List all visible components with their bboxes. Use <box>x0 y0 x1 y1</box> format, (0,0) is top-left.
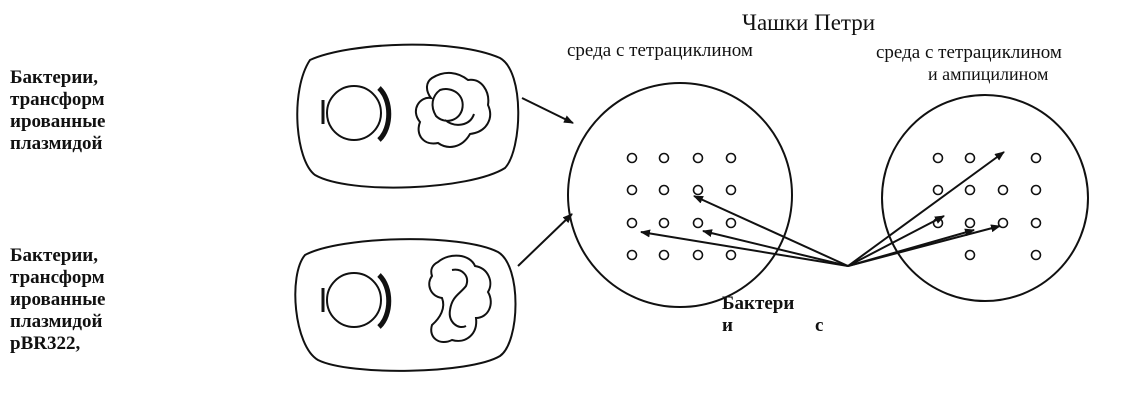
colony <box>1030 217 1042 229</box>
bacterium-cell-bottom <box>294 238 517 372</box>
arrow-to-plate2-row1 <box>847 151 1005 267</box>
colony <box>626 217 638 229</box>
colony <box>725 217 737 229</box>
colony <box>658 184 670 196</box>
colony <box>658 249 670 261</box>
cell-wall <box>294 238 517 372</box>
group-label-line: Бактерии, <box>10 245 98 266</box>
group-label-line: трансформ <box>10 267 105 288</box>
colony <box>964 184 976 196</box>
chromosome-loop-inner <box>448 268 468 328</box>
group-label-line: плазмидой <box>10 133 103 154</box>
plasmid-marker <box>377 273 392 329</box>
arrow-to-plate1-row4-b <box>702 229 849 267</box>
chromosome-loop <box>428 254 492 344</box>
plasmid-circle <box>326 85 382 141</box>
colonies-plate-1 <box>626 152 737 261</box>
group-label-line: трансформ <box>10 89 105 110</box>
colony <box>964 152 976 164</box>
plate-2-medium-label-line2: и ампицилином <box>928 64 1049 84</box>
chromosome-loop-inner <box>431 88 475 126</box>
bacteria-label-line2b: с <box>815 315 824 336</box>
petri-dish-tetracycline-ampicillin <box>881 94 1089 302</box>
bacterium-cell-top <box>296 43 520 189</box>
colony <box>692 184 704 196</box>
chromosome-loop <box>414 72 492 148</box>
colony <box>997 217 1009 229</box>
group-label-top: Бактерии, трансформ ированные плазмидой <box>10 67 105 155</box>
group-label-line: ированные <box>10 289 106 310</box>
colony <box>626 249 638 261</box>
colony <box>692 217 704 229</box>
bacteria-label-line2a: и <box>722 315 733 336</box>
group-label-line: pBR322, <box>10 333 81 354</box>
colony <box>932 152 944 164</box>
colony <box>658 217 670 229</box>
arrow-to-plate2-row3 <box>847 215 945 267</box>
petri-dish-tetracycline <box>567 82 793 308</box>
colony <box>692 249 704 261</box>
colony <box>626 184 638 196</box>
cell-wall <box>296 43 520 189</box>
arrow-to-plate1-row2 <box>693 195 849 267</box>
arrow-cell-top-to-plate <box>521 97 574 124</box>
colony <box>1030 249 1042 261</box>
colony <box>964 217 976 229</box>
plasmid-marker <box>377 86 392 142</box>
colony <box>725 249 737 261</box>
group-label-line: плазмидой <box>10 311 103 332</box>
arrow-to-plate1-row4-a <box>640 229 849 267</box>
arrow-cell-bottom-to-plate <box>517 213 573 267</box>
colony <box>626 152 638 164</box>
bacteria-label-line1: Бактери <box>722 293 795 314</box>
colony <box>1030 152 1042 164</box>
colonies-plate-2 <box>932 152 1042 261</box>
source-arrows <box>640 151 1005 267</box>
petri-dishes-title: Чашки Петри <box>742 10 876 35</box>
colony <box>932 184 944 196</box>
colony <box>964 249 976 261</box>
group-label-line: ированные <box>10 111 106 132</box>
colony <box>725 184 737 196</box>
group-label-bottom: Бактерии, трансформ ированные плазмидой … <box>10 245 105 355</box>
colony <box>692 152 704 164</box>
colony <box>725 152 737 164</box>
plate-2-medium-label-line1: среда с тетрациклином <box>876 42 1062 63</box>
group-label-line: Бактерии, <box>10 67 98 88</box>
colony <box>997 184 1009 196</box>
plate-1-medium-label: среда с тетрациклином <box>567 40 753 61</box>
colony <box>658 152 670 164</box>
plasmid-circle <box>326 272 382 328</box>
arrow-to-plate2-row4-b <box>847 224 1001 267</box>
colony <box>1030 184 1042 196</box>
